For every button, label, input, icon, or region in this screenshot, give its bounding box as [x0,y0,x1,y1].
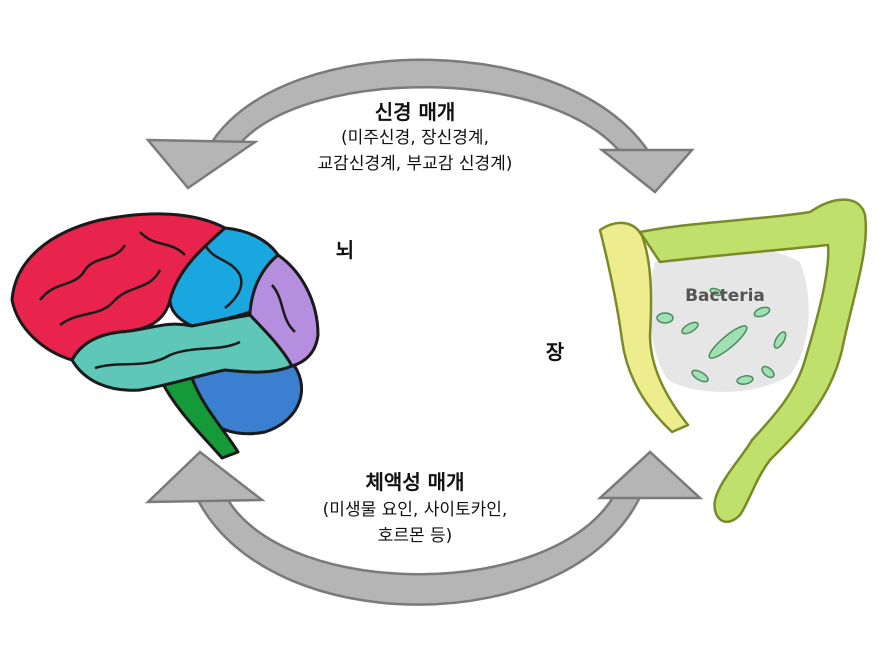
neural-arrow-head-right [598,148,695,194]
humoral-arrow-head-right [596,450,704,500]
brain-fold [271,284,296,333]
bacterium [709,287,723,297]
bacterium [681,321,699,335]
bacterium [736,375,754,385]
colon-illustration [598,198,868,523]
neural-arrow [145,58,695,194]
brain-illustration [10,212,320,460]
bacteria-label: Bacteria [685,286,765,306]
humoral-pathway-subtitle-line2: 호르몬 등) [377,526,453,546]
brain-stem [158,370,240,460]
bacterium [691,369,709,383]
brain-fold [94,340,241,370]
brain-fold [59,269,162,327]
brain-fold [139,231,186,256]
neural-arrow-head-left [145,138,259,190]
bacterium [656,312,674,324]
bacterium [773,331,787,349]
bacterium [708,325,748,359]
brain-fold [39,244,127,301]
brain-fold [203,244,243,309]
bacterium [761,365,775,379]
neural-pathway-subtitle-line2: 교감신경계, 부교감 신경계) [317,154,513,174]
bacterium [753,306,771,318]
neural-pathway-subtitle-line1: (미주신경, 장신경계, [341,128,489,148]
bacteria-cloud [649,245,809,392]
neural-pathway-title: 신경 매개 [374,100,456,124]
humoral-arrow-head-left [144,450,266,504]
colon-body [638,198,868,523]
humoral-pathway-subtitle-line1: (미생물 요인, 사이토카인, [322,500,508,520]
humoral-pathway-title: 체액성 매개 [365,470,465,494]
bacteria-cells [656,287,787,385]
colon-ascending [598,221,690,434]
humoral-arrow [144,450,704,606]
brain-folds [39,231,296,370]
brain-label: 뇌 [335,238,355,262]
gut-label: 장 [545,340,565,364]
